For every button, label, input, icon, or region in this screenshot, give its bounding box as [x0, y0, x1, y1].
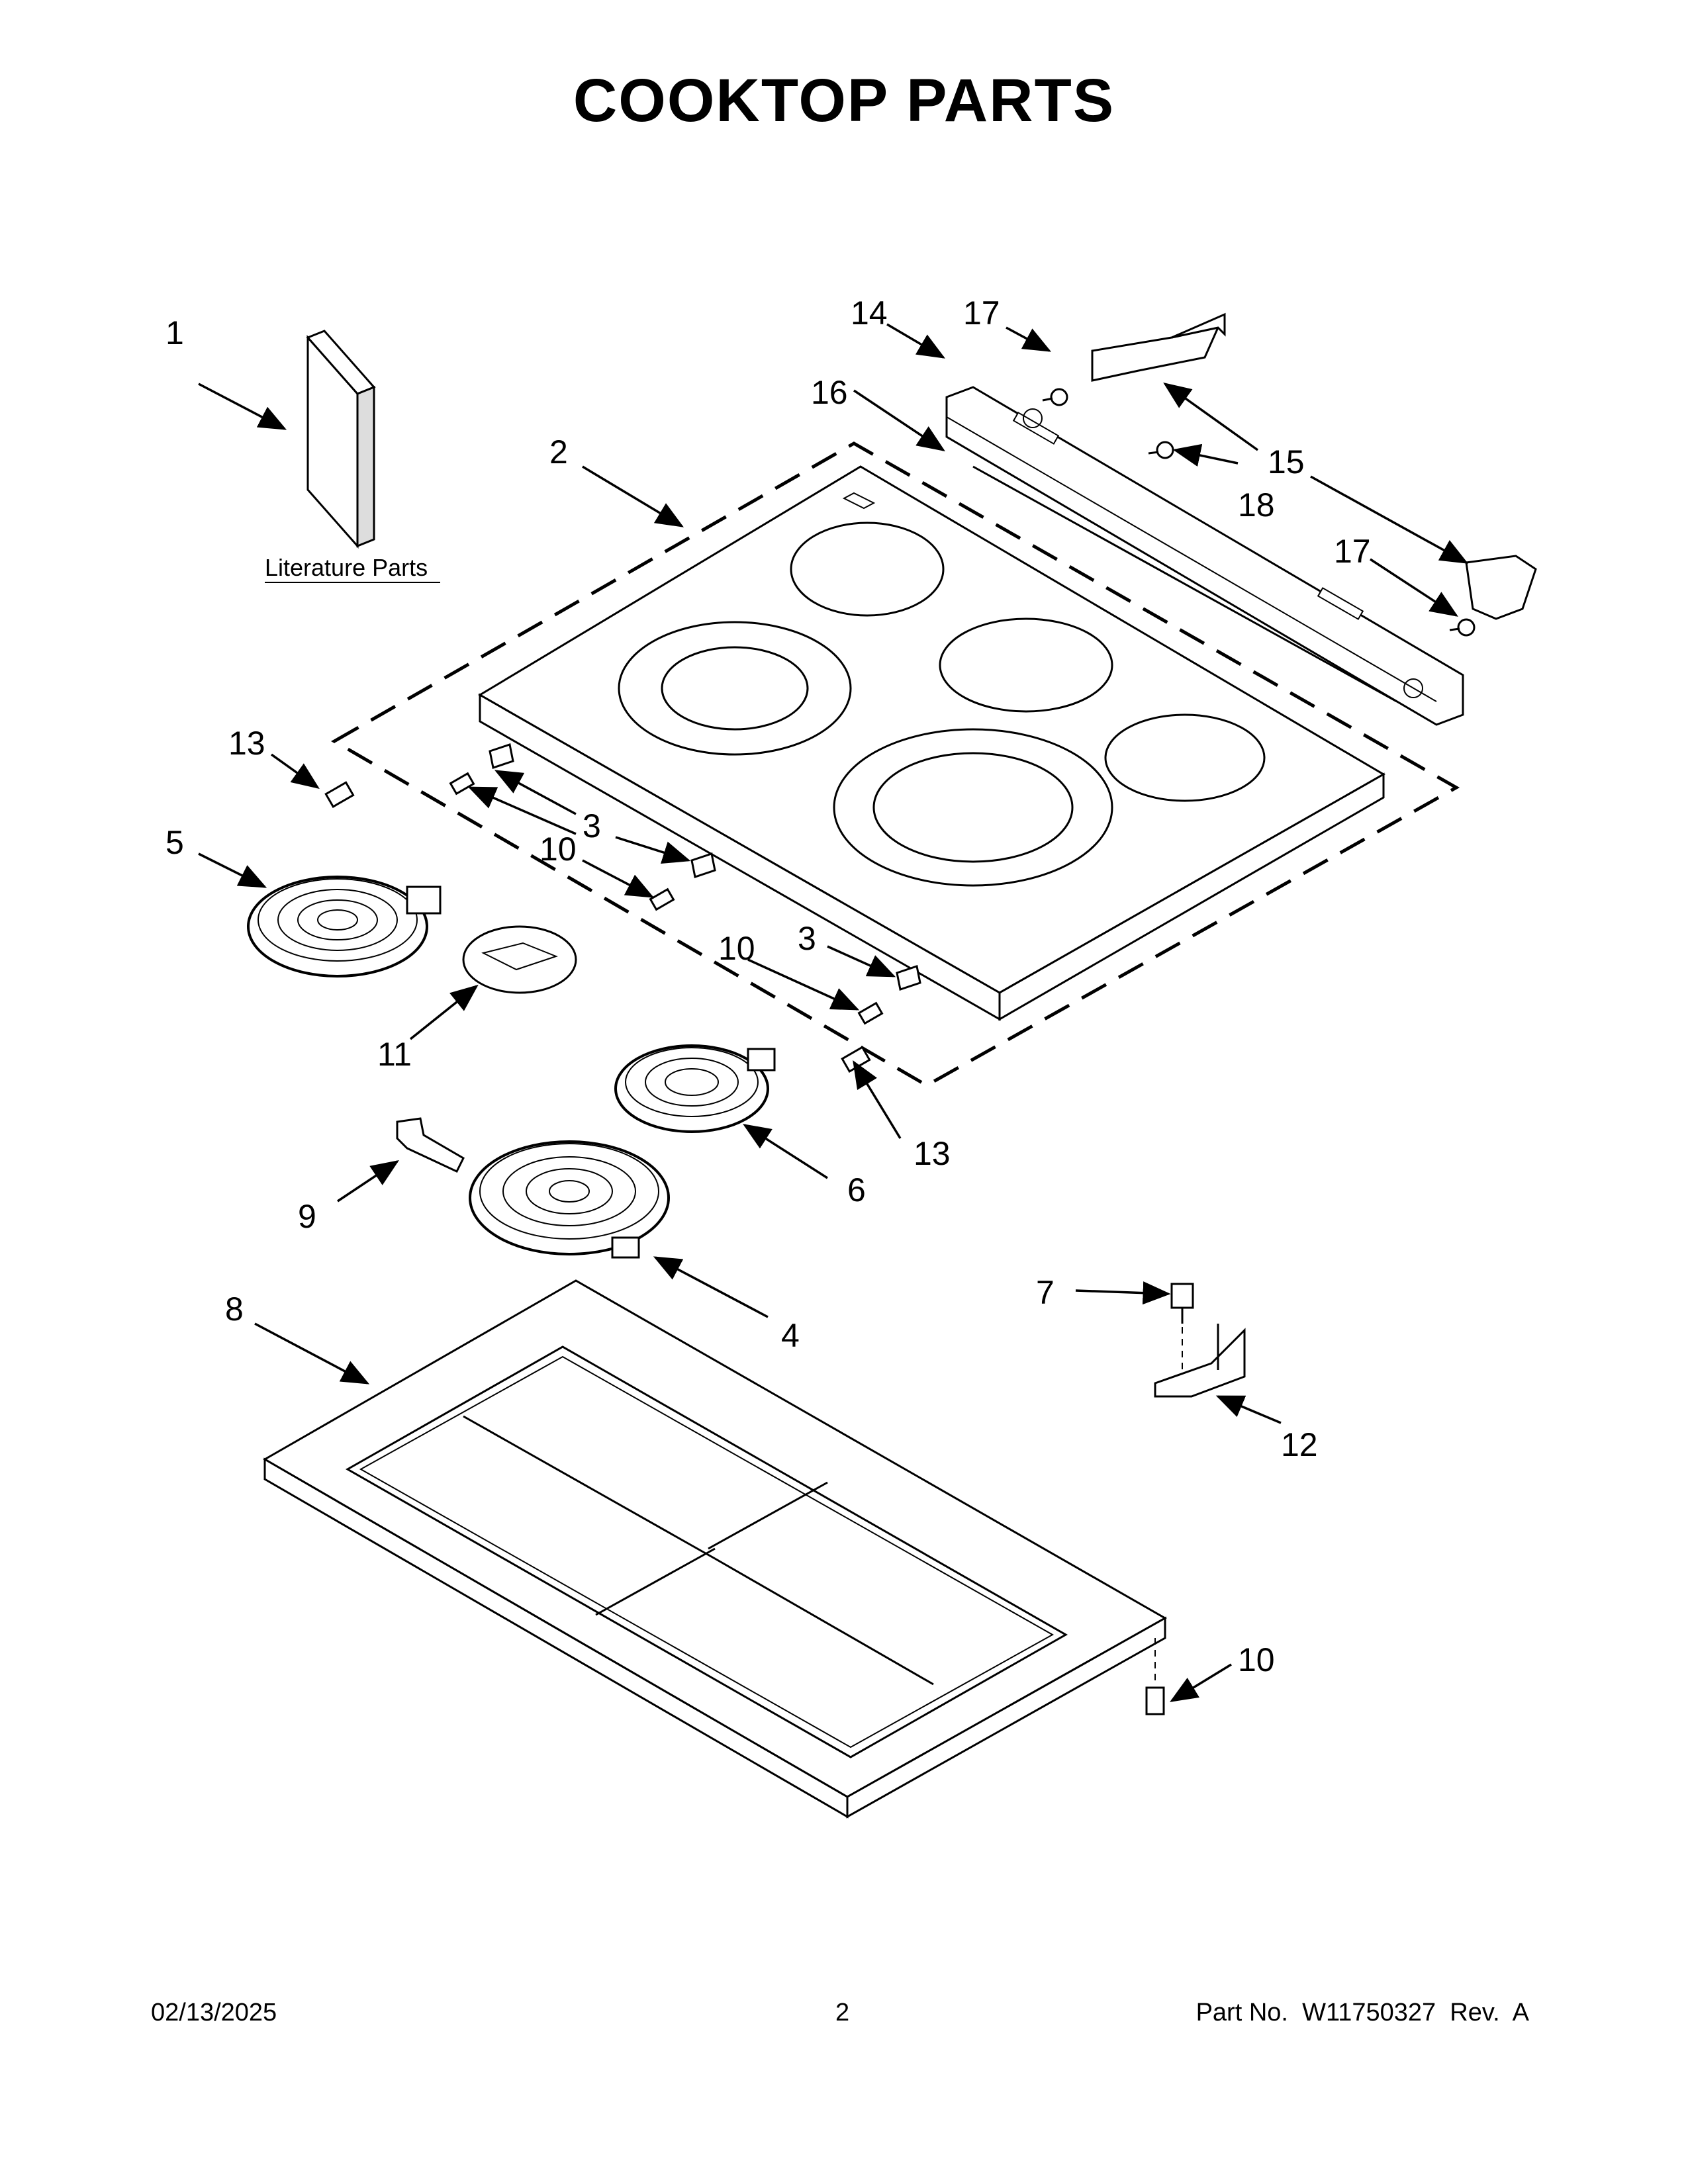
bracket-12	[1154, 1324, 1246, 1398]
radiant-element-6	[614, 1044, 776, 1133]
screw-17-lower	[1449, 618, 1476, 637]
callout-10-b: 10	[718, 930, 755, 967]
footer-page-number: 2	[835, 1999, 850, 2026]
callout-11: 11	[377, 1036, 412, 1073]
callout-17-upper: 17	[963, 295, 1000, 332]
callout-7: 7	[1036, 1274, 1055, 1311]
callout-16: 16	[811, 374, 848, 411]
burner-box-8	[262, 1279, 1168, 1819]
radiant-element-5	[247, 876, 442, 978]
literature-parts-label: Literature Parts	[265, 554, 428, 581]
bracket-top	[1091, 312, 1226, 382]
burner-rear-left	[790, 522, 945, 617]
callout-6: 6	[847, 1171, 866, 1208]
screw-13-left	[324, 781, 355, 808]
screw-10-bottom	[1145, 1638, 1165, 1715]
glass-cooktop	[478, 465, 1385, 1021]
screw-10-b	[649, 887, 675, 911]
footer-date: 02/13/2025	[151, 1999, 277, 2026]
screw-18	[1148, 441, 1174, 459]
callout-5: 5	[165, 824, 184, 861]
bracket-right	[1465, 555, 1537, 620]
shield-plate-11	[462, 925, 577, 994]
callout-10-c: 10	[1238, 1641, 1275, 1678]
callout-15: 15	[1268, 443, 1305, 480]
literature-booklet	[306, 330, 376, 549]
callout-13-right: 13	[914, 1135, 951, 1172]
clip-3-b	[690, 852, 716, 878]
callout-9: 9	[298, 1198, 316, 1235]
callout-17-lower: 17	[1334, 533, 1371, 570]
callout-8: 8	[225, 1291, 244, 1328]
clip-3-c	[896, 965, 921, 991]
page-title: COOKTOP PARTS	[573, 67, 1115, 134]
callout-2: 2	[549, 433, 568, 471]
footer-part-number: Part No. W11750327 Rev. A	[1196, 1999, 1529, 2026]
bracket-9	[396, 1117, 465, 1173]
callout-13-left: 13	[228, 725, 265, 762]
clip-3-a	[489, 743, 514, 769]
callout-12: 12	[1281, 1426, 1318, 1463]
callout-1: 1	[165, 314, 184, 351]
glass-top-outline	[330, 441, 1460, 1087]
burner-front-left	[833, 728, 1113, 887]
screw-10-a	[449, 772, 475, 796]
screw-13-right	[841, 1046, 871, 1073]
burner-center-left	[618, 621, 852, 756]
rear-trim-rail	[945, 386, 1464, 726]
callout-18: 18	[1238, 486, 1275, 523]
callout-3-a: 3	[583, 807, 601, 844]
callout-10-a: 10	[539, 831, 577, 868]
burner-front-right	[1104, 713, 1266, 802]
radiant-element-4	[469, 1140, 670, 1259]
burner-rear-right	[939, 617, 1113, 713]
callout-4: 4	[781, 1317, 800, 1354]
callout-3-b: 3	[798, 920, 816, 957]
callout-14: 14	[851, 295, 888, 332]
screw-7	[1170, 1283, 1194, 1324]
screw-10-c	[857, 1001, 884, 1025]
screw-17-upper	[1042, 388, 1068, 406]
